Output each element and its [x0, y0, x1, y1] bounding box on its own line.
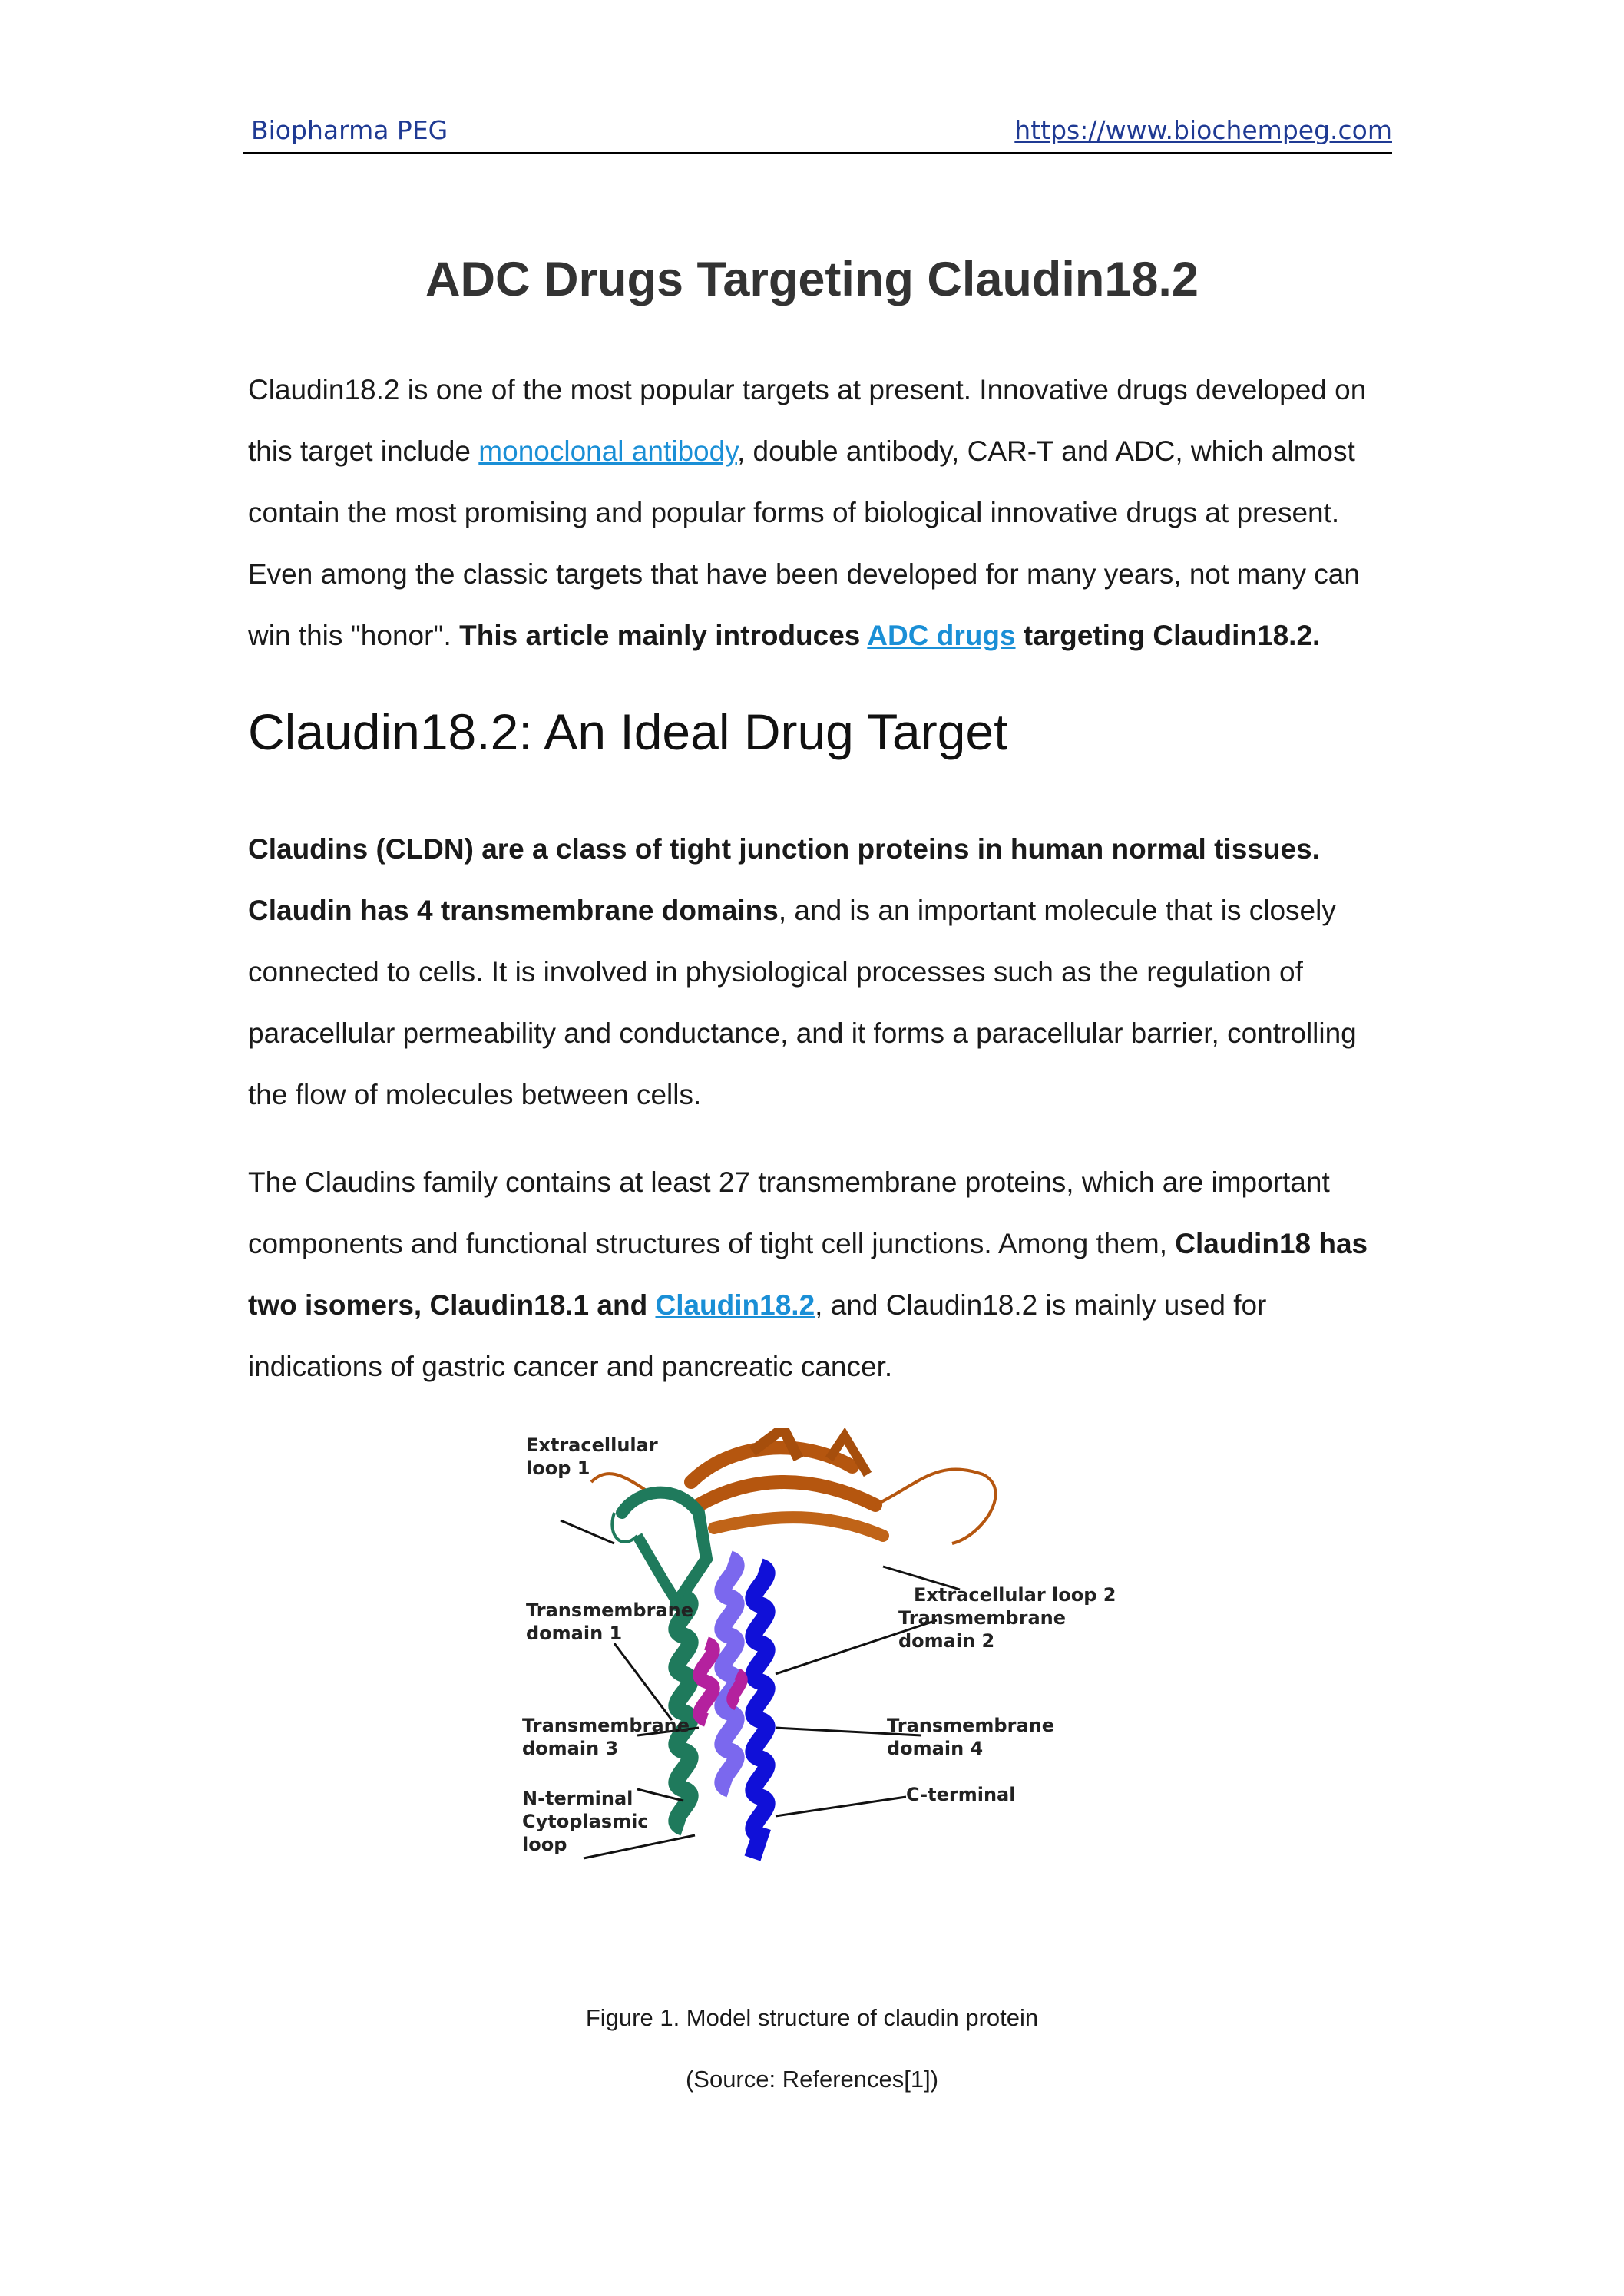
- transmembrane-helices: [668, 1550, 776, 1861]
- section-heading: Claudin18.2: An Ideal Drug Target: [248, 703, 1008, 760]
- label-tm-domain-2-line2: domain 2: [898, 1630, 994, 1652]
- intro-text-2: , double antibody, CAR-T and ADC, which …: [248, 435, 1360, 651]
- label-extracellular-loop-1-line2: loop 1: [526, 1457, 590, 1479]
- claudins-text: , and is an important molecule that is c…: [248, 895, 1357, 1110]
- claudin-structure-figure: Extracellular loop 1 Extracellular loop …: [522, 1428, 1116, 1861]
- label-tm-domain-3-line2: domain 3: [522, 1738, 618, 1759]
- label-cytoplasmic-loop-line1: Cytoplasmic: [522, 1811, 649, 1832]
- intro-bold-1: This article mainly introduces: [459, 620, 868, 651]
- intro-text-1: Claudin18.2 is one of the most popular t…: [248, 374, 1367, 467]
- label-extracellular-loop-2: Extracellular loop 2: [914, 1584, 1116, 1606]
- label-extracellular-loop-1-line1: Extracellular: [526, 1434, 658, 1456]
- claudins-bold-text: Claudins (CLDN) are a class of tight jun…: [248, 833, 1320, 926]
- adc-drugs-link[interactable]: ADC drugs: [867, 620, 1016, 651]
- intro-paragraph: Claudin18.2 is one of the most popular t…: [248, 359, 1400, 667]
- label-tm-domain-4-line1: Transmembrane: [887, 1715, 1054, 1736]
- claudins-paragraph: Claudins (CLDN) are a class of tight jun…: [248, 819, 1400, 1126]
- label-tm-domain-3-line1: Transmembrane: [522, 1715, 690, 1736]
- header-site-name: Biopharma PEG: [251, 115, 448, 145]
- family-text-2: , and Claudin18.2 is mainly used for ind…: [248, 1289, 1267, 1382]
- label-tm-domain-2-line1: Transmembrane: [898, 1607, 1066, 1629]
- label-tm-domain-4-line2: domain 4: [887, 1738, 983, 1759]
- header-divider: [243, 152, 1392, 154]
- intro-bold-2: targeting Claudin18.2.: [1015, 620, 1321, 651]
- extracellular-loop-1-structure: [610, 1486, 713, 1616]
- page-title: ADC Drugs Targeting Claudin18.2: [425, 253, 1199, 306]
- family-paragraph: The Claudins family contains at least 27…: [248, 1152, 1400, 1398]
- figure-caption: Figure 1. Model structure of claudin pro…: [585, 2004, 1039, 2031]
- figure-source: (Source: References[1]): [685, 2066, 939, 2093]
- figure-arrows: [560, 1519, 961, 1860]
- label-cytoplasmic-loop-line2: loop: [522, 1834, 567, 1855]
- family-bold-text: Claudin18 has two isomers, Claudin18.1 a…: [248, 1228, 1368, 1321]
- header-url-link[interactable]: https://www.biochempeg.com: [1014, 115, 1392, 145]
- label-tm-domain-1-line2: domain 1: [526, 1623, 622, 1644]
- claudin182-link[interactable]: Claudin18.2: [655, 1289, 815, 1321]
- family-text-1: The Claudins family contains at least 27…: [248, 1166, 1330, 1259]
- label-c-terminal: C-terminal: [906, 1784, 1015, 1805]
- label-n-terminal: N-terminal: [522, 1788, 633, 1809]
- label-tm-domain-1-line1: Transmembrane: [526, 1600, 693, 1621]
- extracellular-loop-2-structure: [590, 1428, 997, 1545]
- monoclonal-antibody-link[interactable]: monoclonal antibody: [478, 435, 737, 467]
